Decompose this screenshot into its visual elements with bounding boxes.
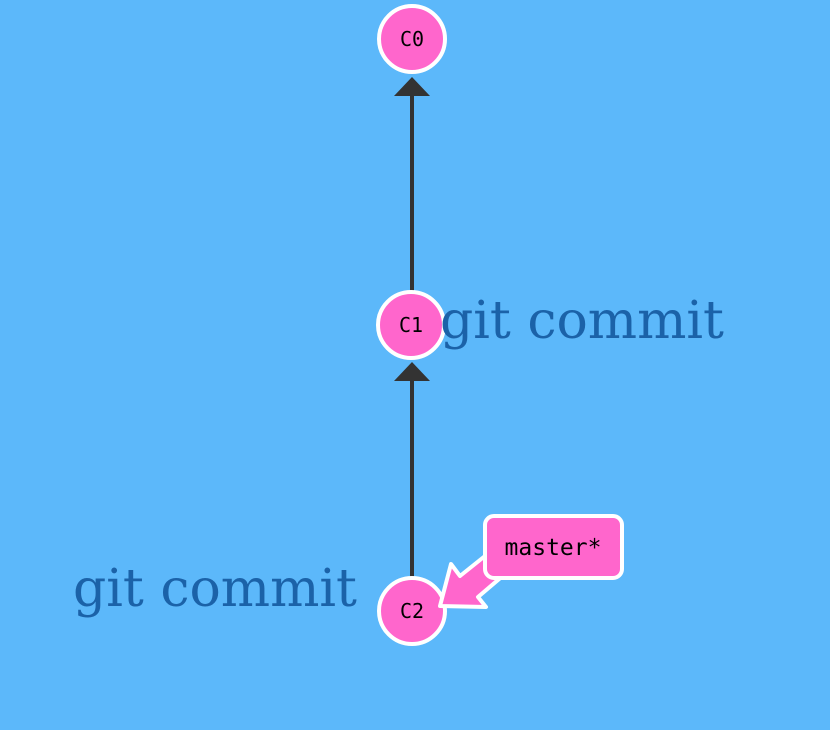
commit-label: C0 [400,27,424,51]
commit-c2[interactable]: C2 [377,576,447,646]
branch-label: master* [505,535,602,561]
command-label-c1: git commit [440,291,724,351]
commit-label: C2 [400,599,424,623]
commit-c0[interactable]: C0 [377,4,447,74]
arrowhead-icon [394,77,430,96]
commit-node[interactable] [377,576,447,646]
branch-label-box[interactable] [483,514,624,580]
commit-node[interactable] [376,290,446,360]
branch-master[interactable]: master* [438,514,624,609]
edge-c2-c1 [394,362,430,578]
arrowhead-icon [394,362,430,381]
edge-c1-c0 [394,77,430,292]
commit-c1[interactable]: C1 [376,290,446,360]
commit-label: C1 [399,313,423,337]
commit-node[interactable] [377,4,447,74]
command-label-c2: git commit [73,559,357,619]
